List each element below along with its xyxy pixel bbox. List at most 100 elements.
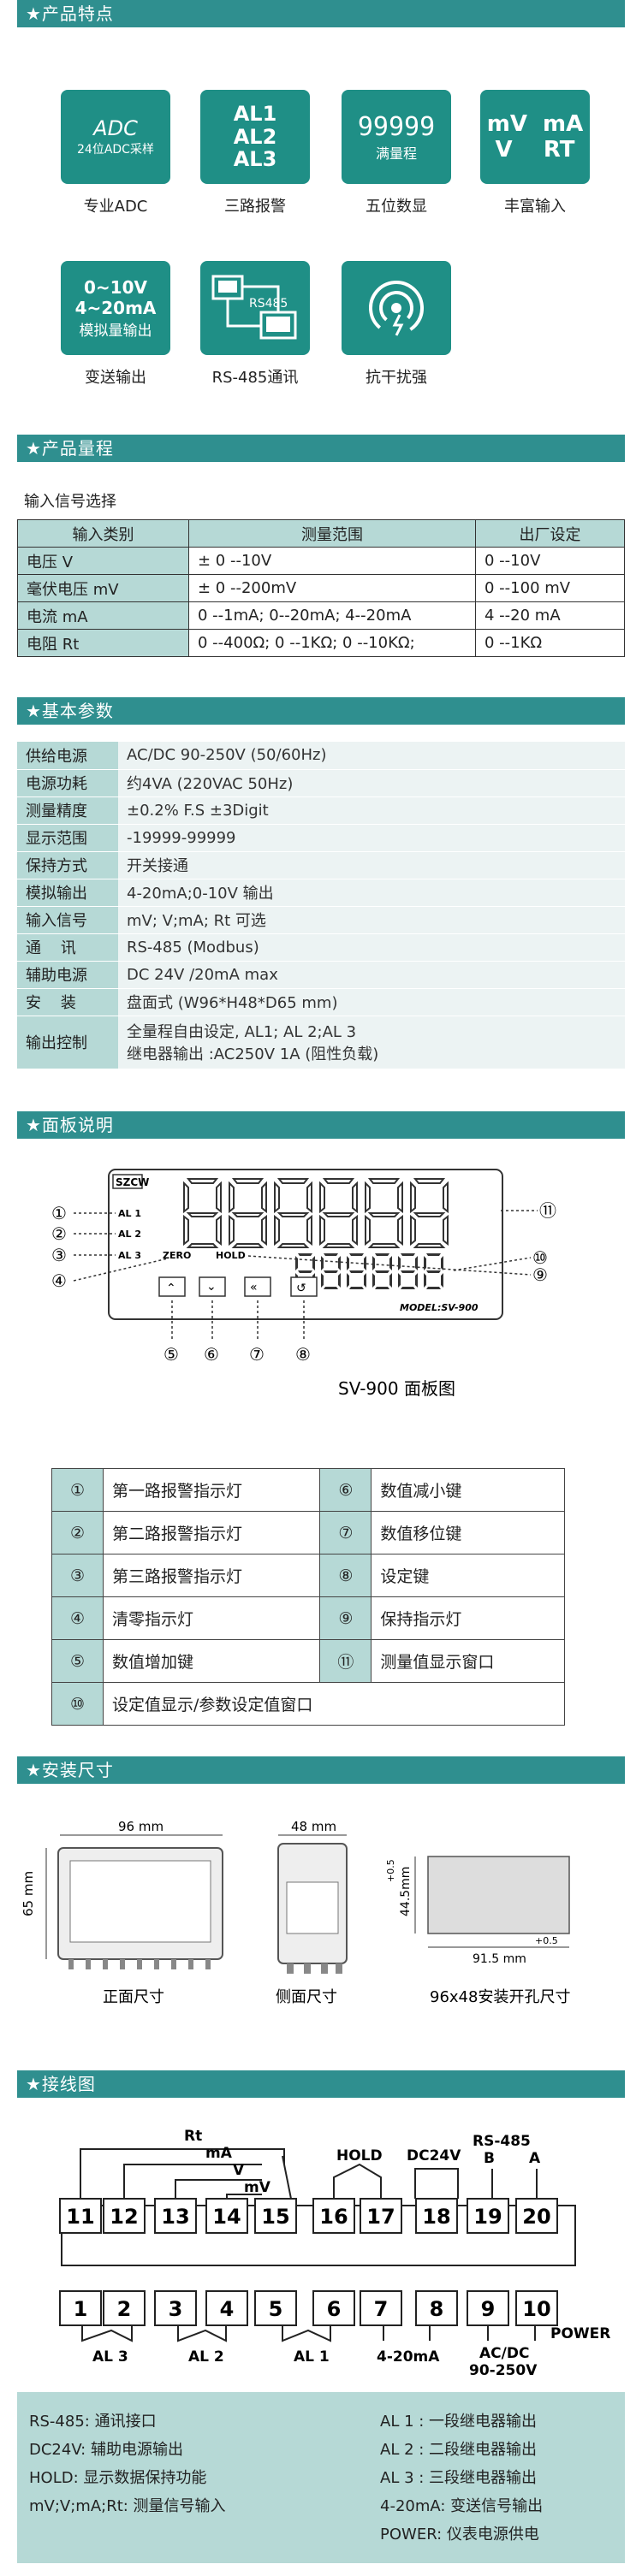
param-value: 盘面式 (W96*H48*D65 mm) [118, 988, 625, 1016]
param-label: 电源功耗 [17, 769, 118, 797]
dc24v-label: DC24V [407, 2147, 461, 2164]
svg-text:+0.5: +0.5 [385, 1859, 396, 1882]
terminal-box [254, 2290, 297, 2326]
terminal-number: 12 [110, 2205, 138, 2229]
section-header-install: ★安装尺寸 [17, 1756, 625, 1784]
panel-diagram: SZCW AL 1 AL 2 AL 3 ZERO HOLD MODEL:SV-9… [51, 1169, 556, 1399]
section-header-wiring: ★接线图 [17, 2070, 625, 2098]
feature-transmit-l3: 模拟量输出 [79, 322, 152, 340]
power-label: POWER [550, 2325, 610, 2342]
svg-text:65 mm: 65 mm [21, 1871, 36, 1916]
al2-indicator: AL 2 [118, 1229, 141, 1240]
svg-text:↺: ↺ [296, 1282, 306, 1295]
terminal-number: 19 [473, 2205, 502, 2229]
rs485-label: RS-485 [473, 2133, 531, 2150]
model-label: MODEL:SV-900 [400, 1302, 479, 1313]
v-label: V [233, 2162, 245, 2179]
table-row: 电流 mA 0 --1mA; 0--20mA; 4--20mA 4 --20 m… [17, 601, 625, 630]
param-value: mV; V;mA; Rt 可选 [118, 906, 625, 934]
terminal-box [312, 2198, 355, 2234]
network-icon: RS485 [211, 275, 297, 340]
feature-input-l1: mV mA [486, 111, 584, 137]
terminal-box [515, 2198, 558, 2234]
terminal-number: 16 [319, 2205, 348, 2229]
input-icon: mV mA V RT [480, 90, 590, 184]
terminal-number: 8 [430, 2297, 444, 2321]
terminal-number: 17 [366, 2205, 395, 2229]
section-header-panel: ★面板说明 [17, 1111, 625, 1139]
feature-input: mV mA V RT 丰富输入 [479, 90, 591, 216]
terminal-number: 9 [481, 2297, 496, 2321]
feature-alarm-l3: AL3 [233, 147, 277, 172]
terminal-box [415, 2290, 458, 2326]
feature-rs485-caption: RS-485通讯 [211, 369, 299, 387]
svg-text:⑥: ⑥ [204, 1344, 219, 1365]
terminal-box [360, 2290, 402, 2326]
feature-transmit: 0~10V 4~20mA 模拟量输出 变送输出 [60, 261, 171, 388]
section-header-range: ★产品量程 [17, 435, 625, 462]
table-row: 显示范围-19999-99999 [17, 824, 625, 852]
list-item: POWER: 仪表电源供电 [380, 2525, 539, 2543]
set-button[interactable]: ↺ [290, 1276, 318, 1297]
terminal-box [103, 2198, 146, 2234]
feature-alarm: AL1 AL2 AL3 三路报警 [199, 90, 311, 216]
rs485-b-label: B [484, 2150, 495, 2167]
terminal-box [254, 2198, 297, 2234]
output-label: 4-20mA [377, 2348, 440, 2366]
range-cell: 0 --400Ω; 0 --1KΩ; 0 --10KΩ; [188, 629, 476, 657]
range-table: 输入类别 测量范围 出厂设定 电压 V ± 0 --10V 0 --10V 毫伏… [17, 519, 625, 657]
table-row: 测量精度±0.2% F.S ±3Digit [17, 796, 625, 825]
feature-anti-interference-caption: 抗干扰强 [366, 369, 427, 387]
svg-text:48 mm: 48 mm [291, 1819, 336, 1834]
table-row: 电源功耗约4VA (220VAC 50Hz) [17, 769, 625, 797]
feature-alarm-caption: 三路报警 [224, 198, 286, 216]
al3-label: AL 3 [92, 2348, 128, 2366]
table-row: 电压 V ± 0 --10V 0 --10V [17, 547, 625, 575]
feature-adc-caption: 专业ADC [83, 198, 148, 216]
increase-button[interactable]: ⌃ [158, 1276, 186, 1297]
hold-indicator: HOLD [216, 1250, 246, 1261]
range-cell: 0 --1mA; 0--20mA; 4--20mA [188, 601, 476, 630]
range-cell: ± 0 --10V [188, 547, 476, 575]
terminal-box [154, 2290, 197, 2326]
param-value: 开关接通 [118, 851, 625, 879]
feature-display: 99999 满量程 五位数显 [341, 90, 452, 216]
feature-display-caption: 五位数显 [366, 198, 427, 216]
terminal-number: 2 [117, 2297, 132, 2321]
param-value: DC 24V /20mA max [118, 961, 625, 989]
terminal-box [103, 2290, 146, 2326]
table-row: 毫伏电压 mV ± 0 --200mV 0 --100 mV [17, 574, 625, 602]
range-cell: 电流 mA [17, 601, 189, 630]
svg-text:侧面尺寸: 侧面尺寸 [276, 1988, 337, 2006]
hold-label: HOLD [336, 2147, 383, 2164]
acdc-voltage-label: 90-250V [469, 2362, 538, 2379]
terminal-number: 5 [269, 2297, 283, 2321]
terminal-box [467, 2198, 509, 2234]
svg-text:96 mm: 96 mm [118, 1819, 163, 1834]
adc-icon: ADC 24位ADC采样 [61, 90, 170, 184]
terminal-number: 7 [374, 2297, 389, 2321]
param-label: 供给电源 [17, 742, 118, 770]
feature-adc-l1: ADC [93, 116, 138, 140]
feature-transmit-caption: 变送输出 [85, 369, 146, 387]
range-cell: 4 --20 mA [475, 601, 625, 630]
param-value-line1: 全量程自由设定, AL1; AL 2;AL 3 [127, 1023, 357, 1041]
transmit-icon: 0~10V 4~20mA 模拟量输出 [61, 261, 170, 355]
param-label: 通 讯 [17, 933, 118, 962]
signal-shield-icon [368, 281, 424, 336]
svg-text:«: « [250, 1281, 258, 1294]
svg-text:⌃: ⌃ [166, 1282, 176, 1295]
shift-button[interactable]: « [244, 1276, 271, 1297]
range-cell: 电压 V [17, 547, 189, 575]
al3-indicator: AL 3 [118, 1250, 141, 1261]
decrease-button[interactable]: ⌄ [199, 1276, 226, 1297]
terminal-number: 10 [522, 2297, 550, 2321]
